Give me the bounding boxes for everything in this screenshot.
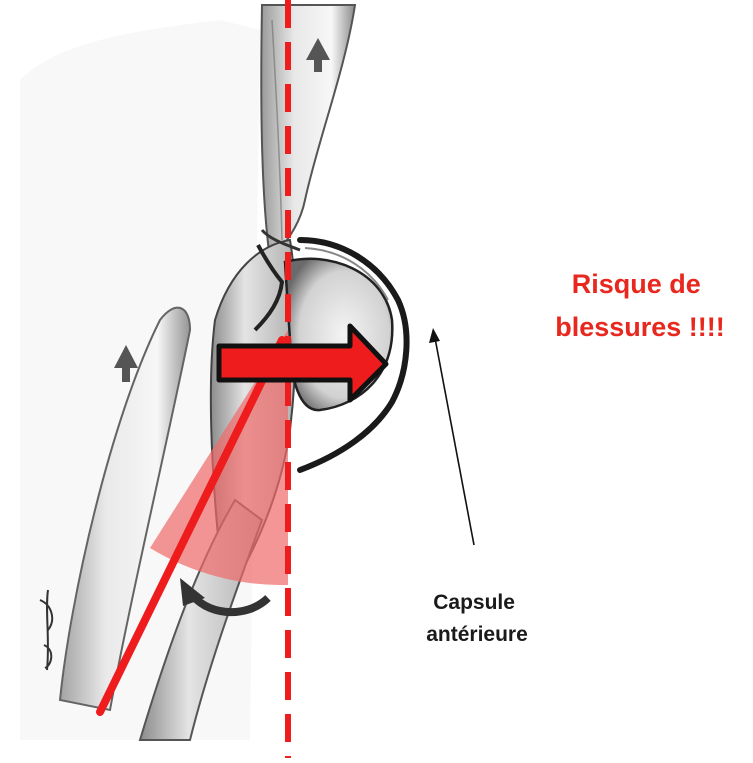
pelvis-bone (261, 5, 355, 260)
warning-line-2: blessures !!!! (555, 312, 725, 342)
capsule-label-line-2: antérieure (426, 623, 528, 646)
warning-text: Risque de blessures !!!! (555, 269, 725, 342)
capsule-label-line-1: Capsule (433, 591, 515, 614)
capsule-label: Capsule antérieure (426, 591, 528, 646)
warning-line-1: Risque de (572, 269, 701, 299)
capsule-pointer-arrow (429, 328, 474, 545)
